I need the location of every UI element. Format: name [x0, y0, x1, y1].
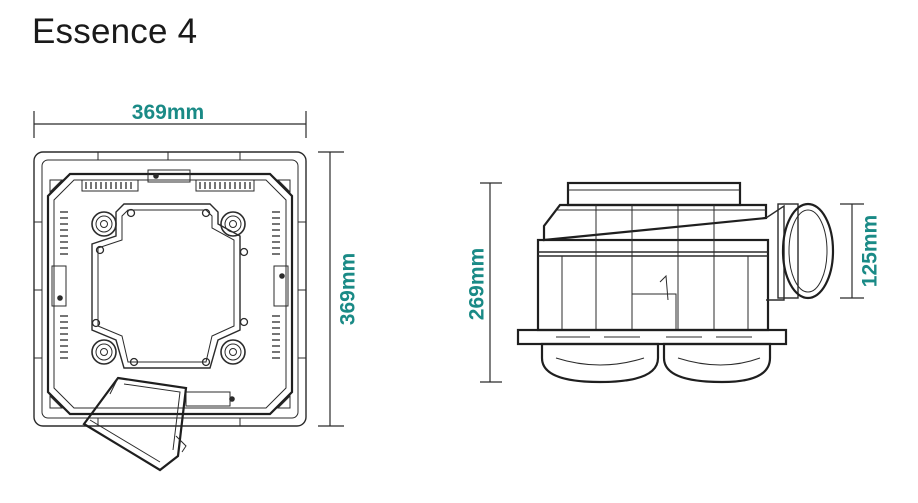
duct-diameter-label: 125mm: [859, 215, 882, 287]
top-view-diagram: 369mm 369mm: [33, 101, 360, 472]
overall-height-dimension: 269mm: [466, 182, 502, 383]
height-dimension: 369mm: [318, 151, 360, 427]
duct-diameter-dimension: 125mm: [840, 203, 882, 299]
height-dimension-label: 369mm: [337, 253, 360, 325]
duct-spigot: [82, 376, 188, 472]
width-dimension: 369mm: [33, 101, 307, 138]
overall-height-label: 269mm: [466, 248, 489, 320]
width-dimension-label: 369mm: [132, 101, 204, 124]
page-title: Essence 4: [32, 12, 198, 51]
side-view-diagram: 269mm 125mm: [466, 181, 882, 384]
